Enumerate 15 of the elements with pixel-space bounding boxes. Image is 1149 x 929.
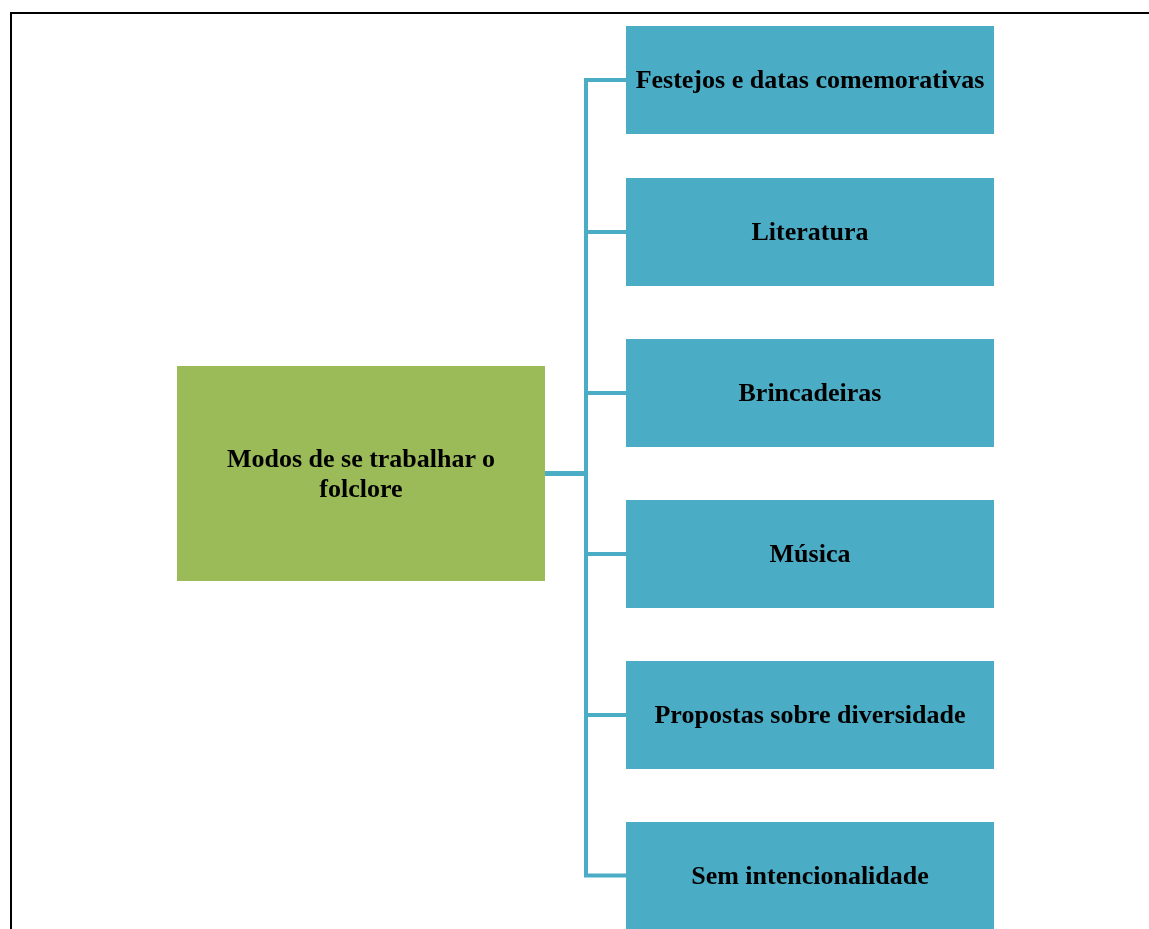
- root-box: [177, 366, 545, 581]
- box-label: Literatura: [751, 217, 869, 247]
- box-label: Música: [769, 539, 851, 569]
- box-label: Brincadeiras: [738, 378, 882, 408]
- box-label: Propostas sobre diversidade: [654, 700, 966, 730]
- topic-box: [626, 822, 994, 929]
- connector: [545, 471, 626, 878]
- topic-box: [626, 26, 994, 134]
- box-label: Modos de se trabalhar o folclore: [225, 443, 497, 504]
- topic-box: [626, 500, 994, 608]
- topic-box: [626, 339, 994, 447]
- topic-box: [626, 661, 994, 769]
- topic-box: [626, 178, 994, 286]
- box-label: Festejos e datas comemorativas: [635, 65, 985, 95]
- box-label: Sem intencionalidade: [691, 860, 929, 891]
